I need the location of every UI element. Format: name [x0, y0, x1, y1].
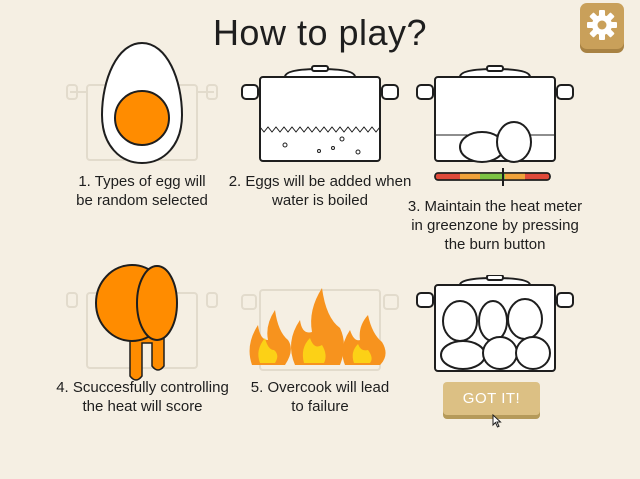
step3-illustration: [416, 65, 574, 186]
egg-icon: [440, 298, 551, 370]
step1-illustration: [66, 41, 218, 165]
step2-illustration: [241, 65, 399, 162]
step5-illustration: [241, 288, 399, 371]
step3-caption-line: in greenzone by pressing: [411, 217, 579, 234]
step4-illustration: [66, 264, 218, 381]
pot-full-of-eggs-illustration: [416, 275, 574, 372]
step1-caption-line: be random selected: [76, 192, 208, 209]
fire-icon: [249, 288, 386, 365]
step2-caption-line: 2. Eggs will be added when: [228, 173, 412, 190]
step5-caption-line: to failure: [291, 398, 349, 415]
step1-caption-line: 1. Types of egg will: [78, 173, 206, 190]
page-title: How to play?: [212, 12, 428, 53]
mouse-cursor-icon: [492, 414, 502, 428]
step4-caption-line: the heat will score: [82, 398, 203, 415]
settings-button[interactable]: [580, 3, 624, 49]
yolk-icon: [114, 90, 170, 146]
heat-meter: [434, 168, 551, 186]
step5-caption-line: 5. Overcook will lead: [250, 379, 390, 396]
step3-caption-line: 3. Maintain the heat meter: [407, 198, 583, 215]
got-it-button[interactable]: GOT IT!: [443, 382, 540, 415]
step3-caption: 3. Maintain the heat meter in greenzone …: [400, 197, 590, 254]
step2-caption: 2. Eggs will be added when water is boil…: [225, 172, 415, 210]
faded-pot-icon: [241, 289, 399, 371]
step4-caption-line: 4. Scuccesfully controlling: [56, 379, 229, 396]
step4-caption: 4. Scuccesfully controlling the heat wil…: [50, 378, 235, 416]
pot-icon: [241, 65, 399, 162]
step3-caption-line: the burn button: [444, 236, 546, 253]
step2-caption-line: water is boiled: [272, 192, 368, 209]
step5-caption: 5. Overcook will lead to failure: [230, 378, 410, 416]
gear-icon: [587, 10, 617, 40]
step1-caption: 1. Types of egg will be random selected: [62, 172, 222, 210]
egg-icon: [496, 121, 532, 163]
yolk-icon: [136, 265, 178, 341]
